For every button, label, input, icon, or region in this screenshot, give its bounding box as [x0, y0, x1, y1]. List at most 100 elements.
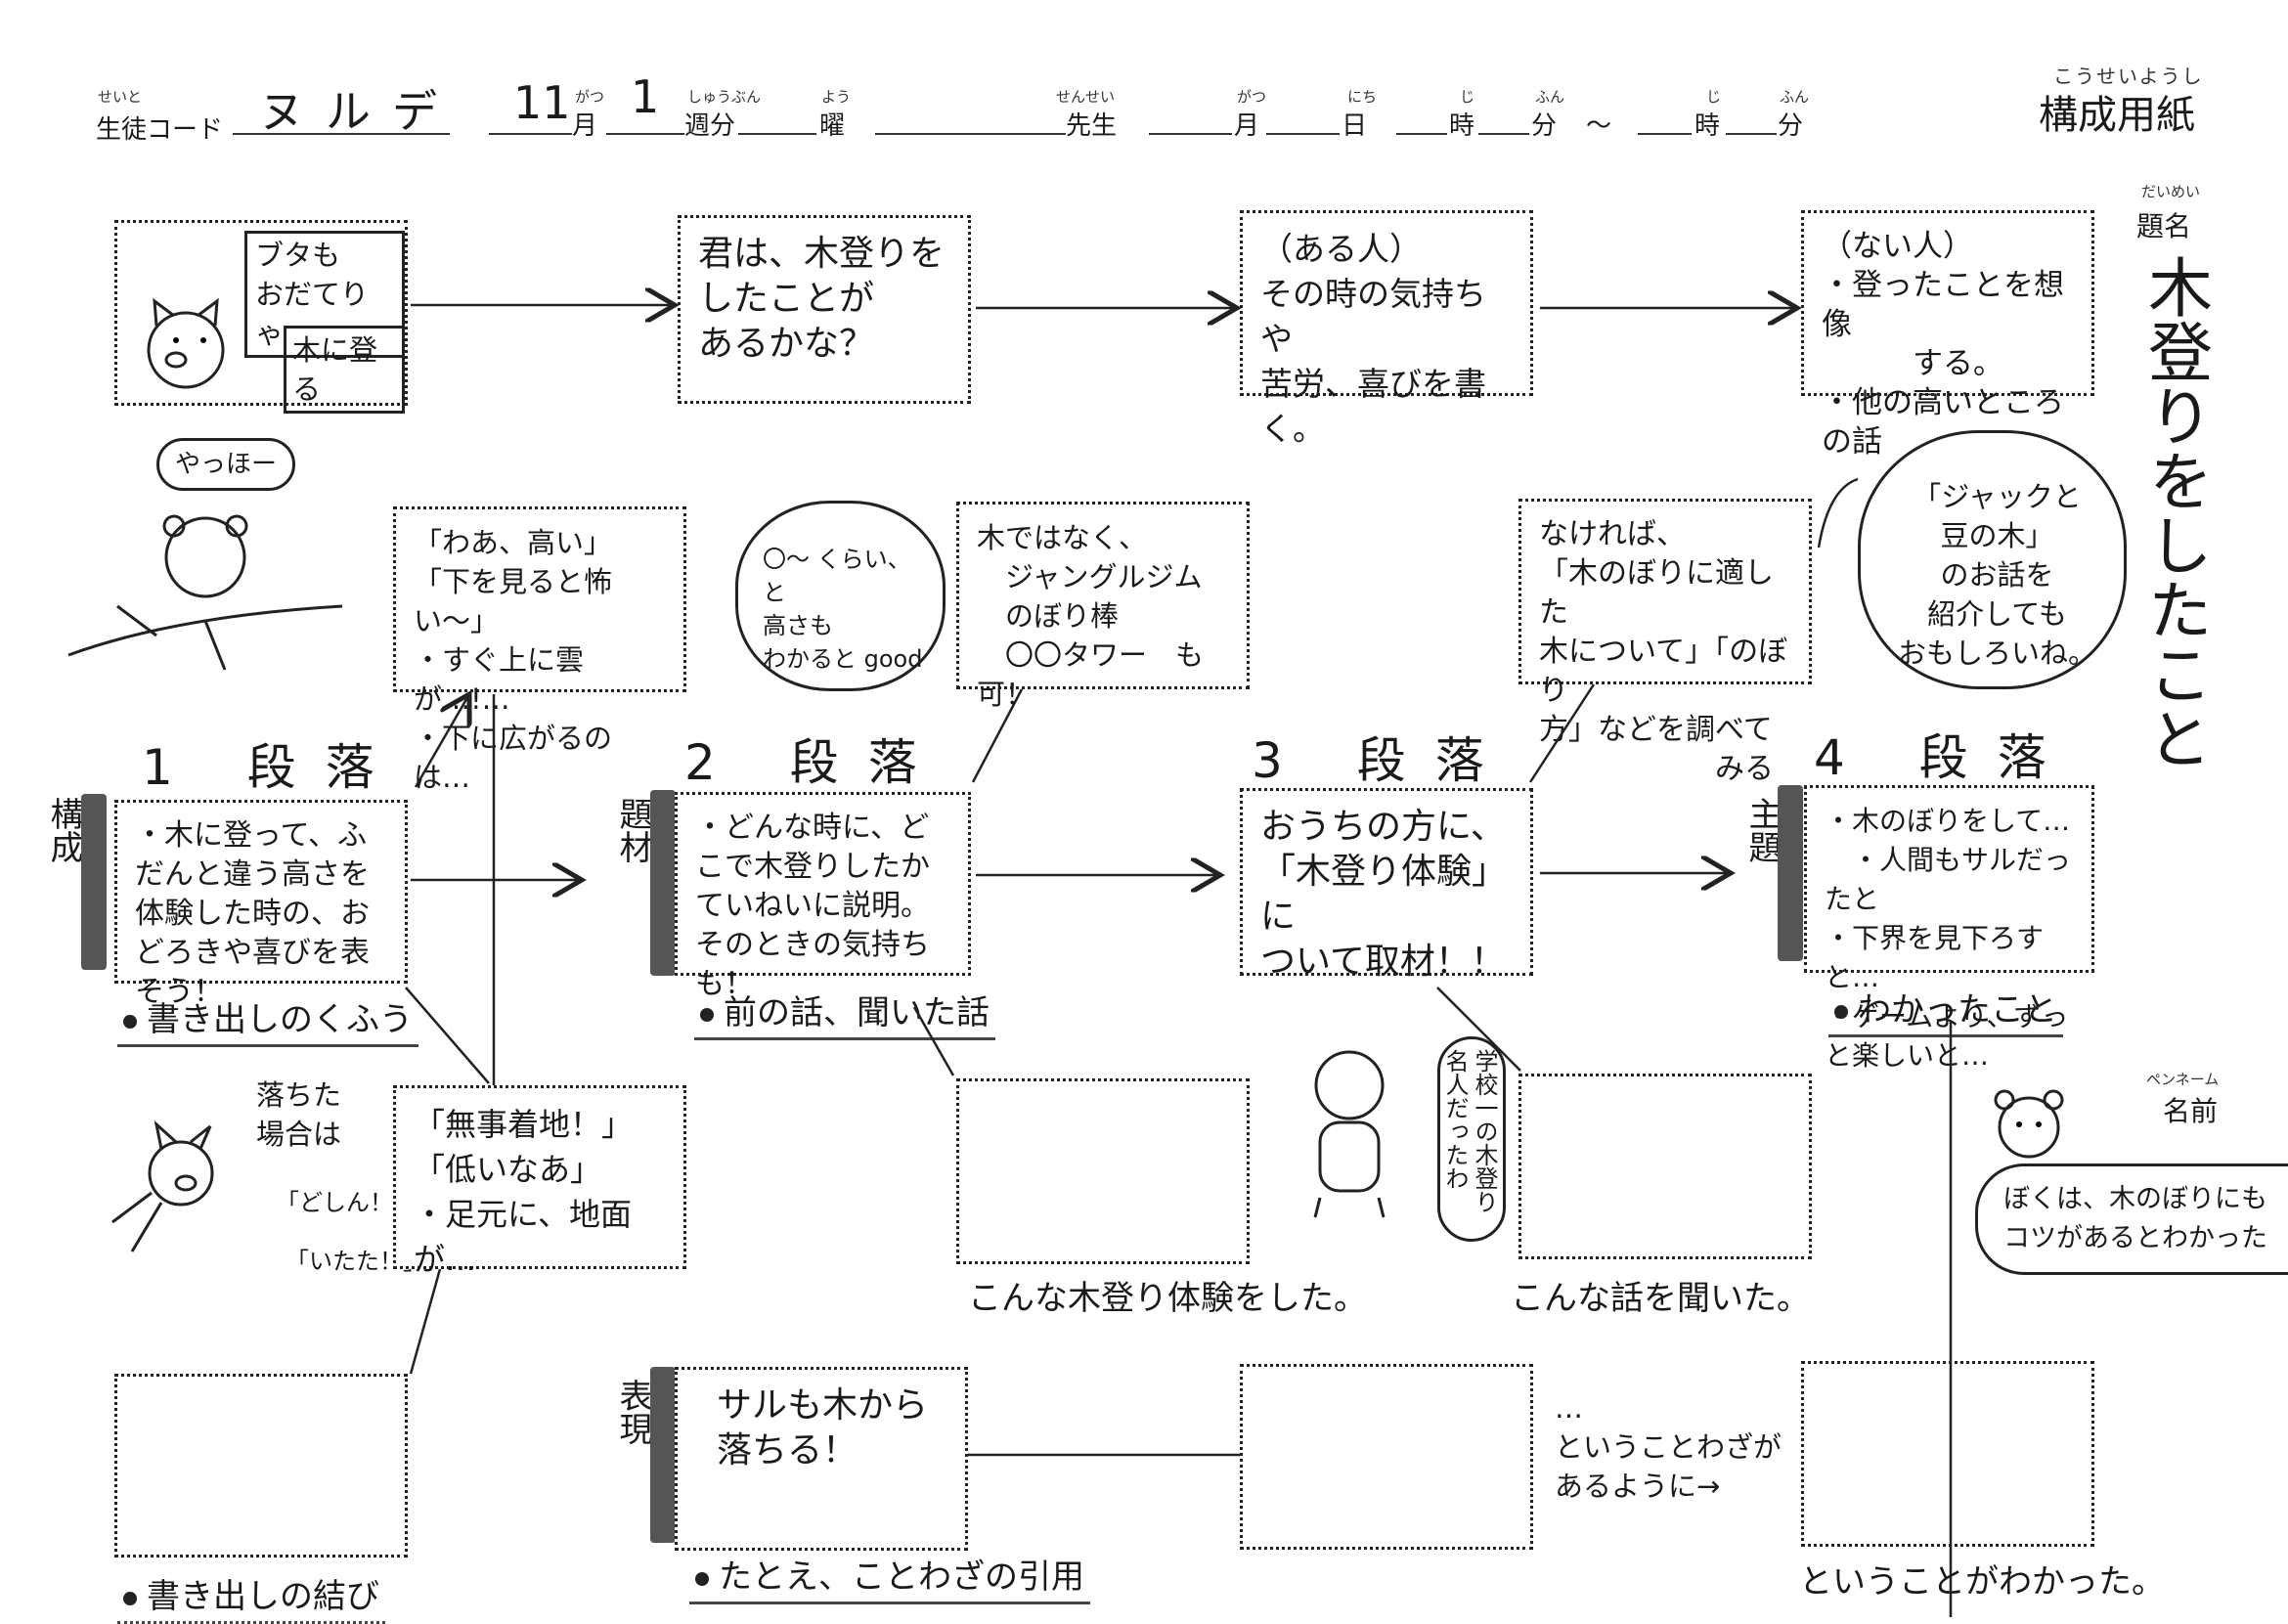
- opening-technique-label: 書き出しのくふう: [117, 992, 418, 1047]
- pig-mother-icon: [1313, 1050, 1386, 1218]
- bullet-icon: [123, 1014, 137, 1029]
- date-month-label: 月: [1234, 111, 1260, 141]
- cloud-hint-right: 「ジャックと 豆の木」 のお話を 紹介しても おもしろいね。: [1858, 430, 2127, 689]
- paragraph-3-box[interactable]: おうちの方に、 「木登り体験」に ついて取材！！: [1240, 788, 1533, 982]
- experience-box[interactable]: [956, 1078, 1250, 1264]
- paragraph-heading: 2 段落: [684, 734, 946, 791]
- pig-icon: [147, 297, 225, 389]
- paragraph-1-box[interactable]: ・木に登って、ふだんと違う高さを体験した時の、おどろきや喜びを表そう！: [114, 800, 408, 1009]
- ruby: だいめい: [2141, 183, 2201, 200]
- label-text: 書き出しのくふう: [147, 1000, 413, 1039]
- marker-bar: [1778, 785, 1803, 961]
- student-code-field[interactable]: ヌルデ: [259, 85, 459, 138]
- label-text: 書き出しの結び: [147, 1577, 379, 1616]
- teacher-label: 先生: [1066, 111, 1118, 141]
- understood-box[interactable]: [1801, 1361, 2094, 1547]
- paragraph-2-box[interactable]: ・どんな時に、どこで木登りしたか ていねいに説明。 そのときの気持ちも！: [675, 792, 971, 1001]
- not-climbed-box: （ない人） ・登ったことを想像 する。 ・他の高いところの話: [1801, 210, 2094, 460]
- week-label: 週分: [684, 111, 736, 141]
- pen-name-label: 名前: [2163, 1095, 2219, 1127]
- research-hint-box: なければ、 「木のぼりに適した 木について」「のぼり 方」などを調べて みる: [1518, 499, 1812, 786]
- month-field[interactable]: 11: [513, 76, 571, 129]
- height-hint-box: 「わあ、高い」 「下を見ると怖い〜」 ・すぐ上に雲が…!… ・下に広がるのは…: [393, 506, 686, 794]
- form-title: 構成用紙: [2039, 93, 2195, 138]
- label-text: わかったこと: [1858, 990, 2057, 1030]
- title-field[interactable]: 木登りをしたこと: [2137, 254, 2213, 770]
- end-minute-field[interactable]: [1726, 133, 1777, 135]
- ruby: こうせいようし: [2053, 65, 2204, 88]
- bullet-icon: [695, 1571, 709, 1586]
- bullet-icon: [123, 1591, 137, 1605]
- marker-bar: [81, 794, 107, 970]
- date-month-field[interactable]: [1149, 133, 1232, 135]
- ruby: じ: [1706, 88, 1722, 106]
- marker-bar: [650, 790, 676, 976]
- proverb-label: たとえ、ことわざの引用: [689, 1550, 1090, 1604]
- question-box: 君は、木登りを したことが あるかな？: [678, 215, 971, 404]
- minute-label: 分: [1531, 111, 1558, 141]
- understood-label: わかったこと: [1828, 983, 2063, 1037]
- pig-speech-bubble: 学校一の木登り名人だったわ: [1437, 1036, 1506, 1242]
- side-label: 主題: [1742, 797, 1782, 863]
- minute-field[interactable]: [1478, 133, 1529, 135]
- side-label: 題材: [613, 797, 652, 863]
- hour-field[interactable]: [1396, 133, 1447, 135]
- bullet-icon: [700, 1007, 714, 1022]
- understood-caption: ということがわかった。: [1799, 1562, 2165, 1602]
- ruby: がつ: [575, 88, 605, 106]
- paragraph-heading: 3 段落: [1252, 732, 1514, 789]
- landing-box: 「無事着地！」 「低いなあ」 ・足元に、地面が…: [393, 1085, 686, 1278]
- conclusion-label: 書き出しの結び: [117, 1569, 385, 1624]
- title-label: 題名: [2136, 210, 2192, 242]
- ruby: ペンネーム: [2146, 1071, 2220, 1088]
- conclusion-box[interactable]: [114, 1374, 408, 1558]
- pig-bubble: 木に登る: [284, 326, 405, 414]
- paragraph-4-box[interactable]: ・木のぼりをして… ・人間もサルだったと ・下界を見下ろすと… ・ゲームより、ず…: [1804, 785, 2094, 1072]
- intro-illustration-box: ブタも おだてりゃ 木に登る: [114, 220, 408, 414]
- side-label: 構成: [44, 797, 83, 863]
- proverb-hint: … ということわざが あるように→: [1555, 1391, 1782, 1503]
- label-text: 前の話、聞いた話: [724, 993, 990, 1032]
- ruby: がつ: [1237, 88, 1267, 106]
- alternative-hint-box: 木ではなく、 ジャングルジム のぼり棒 〇〇タワー も可！: [956, 502, 1250, 711]
- experience-caption: こんな木登り体験をした。: [968, 1279, 1367, 1318]
- end-hour-field[interactable]: [1638, 133, 1692, 135]
- ruby: じ: [1460, 88, 1475, 106]
- bear-on-branch-icon: [67, 514, 343, 671]
- ruby: にち: [1347, 88, 1378, 106]
- weekday-field[interactable]: [738, 133, 816, 135]
- falling-pig-icon: [111, 1119, 214, 1252]
- have-climbed-box: （ある人） その時の気持ちや 苦労、喜びを書く。: [1240, 210, 1533, 448]
- paragraph-heading: 1 段落: [142, 739, 404, 796]
- weekday-label: 曜: [819, 111, 846, 141]
- heard-caption: こんな話を聞いた。: [1511, 1279, 1810, 1318]
- cloud-hint: 〇〜 くらい、と 高さも わかると good: [735, 501, 946, 691]
- teacher-field[interactable]: [875, 133, 1066, 135]
- month-line: [489, 133, 572, 135]
- previous-story-label: 前の話、聞いた話: [694, 986, 995, 1040]
- proverb-box[interactable]: [1240, 1364, 1533, 1550]
- label-text: たとえ、ことわざの引用: [719, 1558, 1084, 1597]
- pig-bubble: ブタも おだてりゃ: [244, 231, 405, 358]
- hour-label: 時: [1449, 111, 1475, 141]
- tilde: 〜: [1586, 111, 1612, 141]
- bullet-icon: [1834, 1004, 1848, 1019]
- ruby: しゅうぶん: [687, 88, 762, 106]
- student-code-label: 生徒コード: [96, 115, 224, 145]
- marker-bar: [650, 1367, 676, 1543]
- ruby: せんせい: [1056, 88, 1116, 106]
- bear-speech-bubble: ぼくは、木のぼりにも コツがあるとわかった: [1975, 1163, 2288, 1275]
- end-hour-label: 時: [1694, 111, 1721, 141]
- side-label: 表現: [613, 1379, 652, 1445]
- bear-icon: [1994, 1089, 2064, 1159]
- ruby: よう: [821, 88, 852, 106]
- end-minute-label: 分: [1778, 111, 1804, 141]
- ruby: ふん: [1535, 88, 1565, 106]
- day-label: 日: [1342, 111, 1368, 141]
- week-field[interactable]: 1: [631, 70, 660, 123]
- heard-story-box[interactable]: [1518, 1074, 1812, 1259]
- week-line: [606, 133, 684, 135]
- paragraph-heading: 4 段落: [1814, 729, 2076, 786]
- day-field[interactable]: [1266, 133, 1340, 135]
- expression-box[interactable]: サルも木から 落ちる！: [675, 1367, 968, 1551]
